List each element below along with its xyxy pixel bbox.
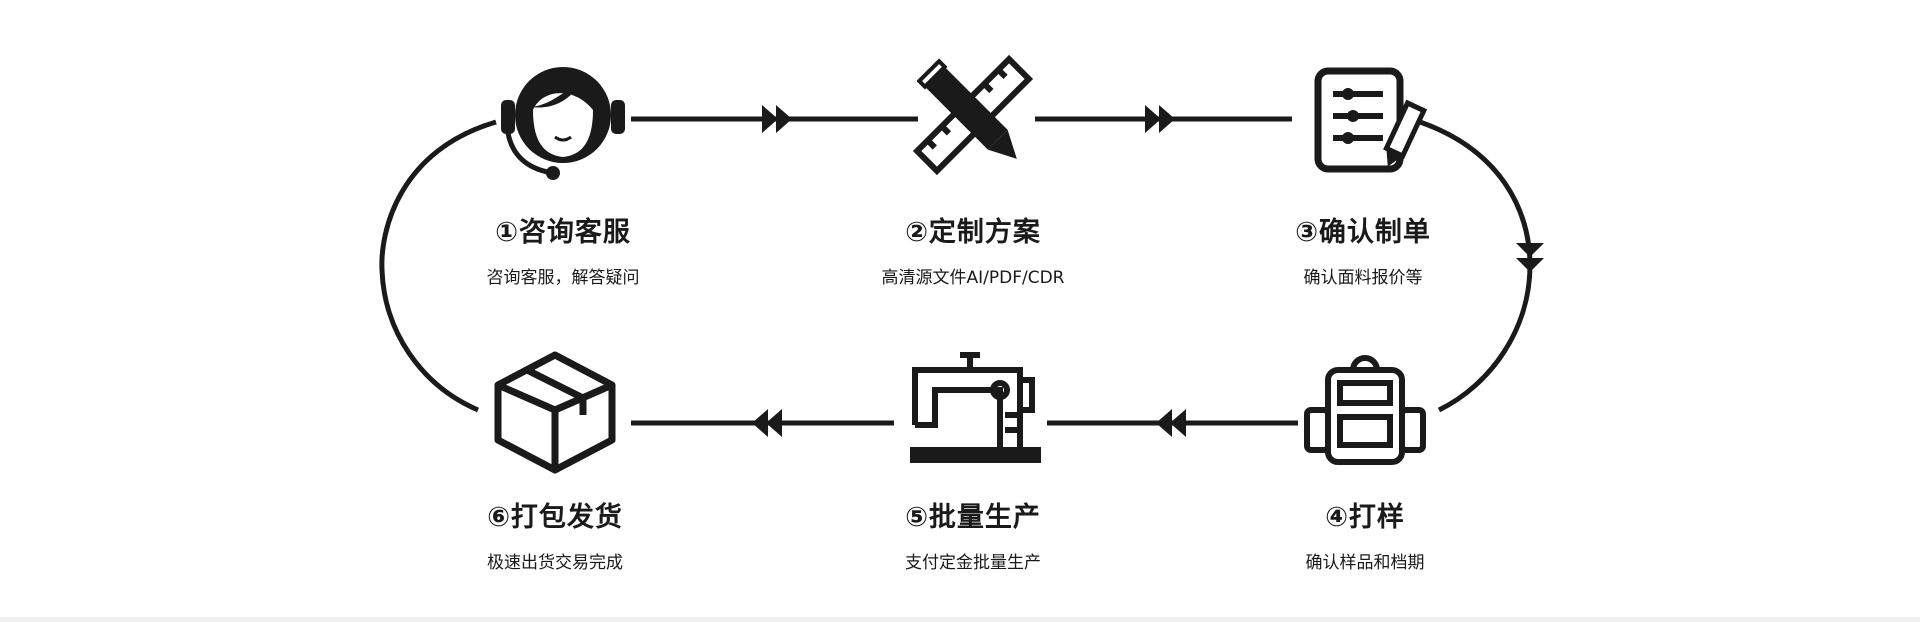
backpack-icon (1304, 355, 1426, 465)
sewing-machine-icon (910, 352, 1041, 463)
step-title: ⑥打包发货 (487, 502, 623, 533)
bottom-strip (0, 617, 1920, 622)
step-2: ②定制方案 高清源文件AI/PDF/CDR (823, 210, 1123, 288)
step-title: ⑤批量生产 (905, 502, 1041, 533)
step-title: ④打样 (1325, 502, 1405, 533)
step-title: ②定制方案 (905, 217, 1041, 248)
document-edit-icon (1314, 67, 1428, 173)
step-subtitle: 咨询客服，解答疑问 (486, 268, 640, 288)
step-title: ①咨询客服 (495, 217, 631, 248)
step-title: ③确认制单 (1295, 217, 1431, 248)
step-subtitle: 高清源文件AI/PDF/CDR (881, 268, 1065, 288)
connector-6-1-arc (379, 119, 497, 413)
double-arrow-right-icon (1145, 105, 1175, 133)
pencil-ruler-icon (912, 54, 1034, 176)
double-arrow-left-icon (1156, 409, 1186, 437)
step-6: ⑥打包发货 极速出货交易完成 (405, 495, 705, 573)
step-subtitle: 确认样品和档期 (1305, 553, 1425, 573)
step-subtitle: 确认面料报价等 (1303, 268, 1423, 288)
step-3: ③确认制单 确认面料报价等 (1213, 210, 1513, 288)
step-subtitle: 支付定金批量生产 (905, 553, 1041, 573)
step-5: ⑤批量生产 支付定金批量生产 (823, 495, 1123, 573)
step-1: ①咨询客服 咨询客服，解答疑问 (413, 210, 713, 288)
double-arrow-left-icon (752, 409, 782, 437)
double-arrow-right-icon (762, 105, 792, 133)
double-arrow-down-icon (1516, 243, 1544, 272)
customer-service-headset-icon (501, 67, 625, 180)
step-subtitle: 极速出货交易完成 (487, 553, 623, 573)
package-box-icon (494, 351, 616, 474)
step-4: ④打样 确认样品和档期 (1215, 495, 1515, 573)
